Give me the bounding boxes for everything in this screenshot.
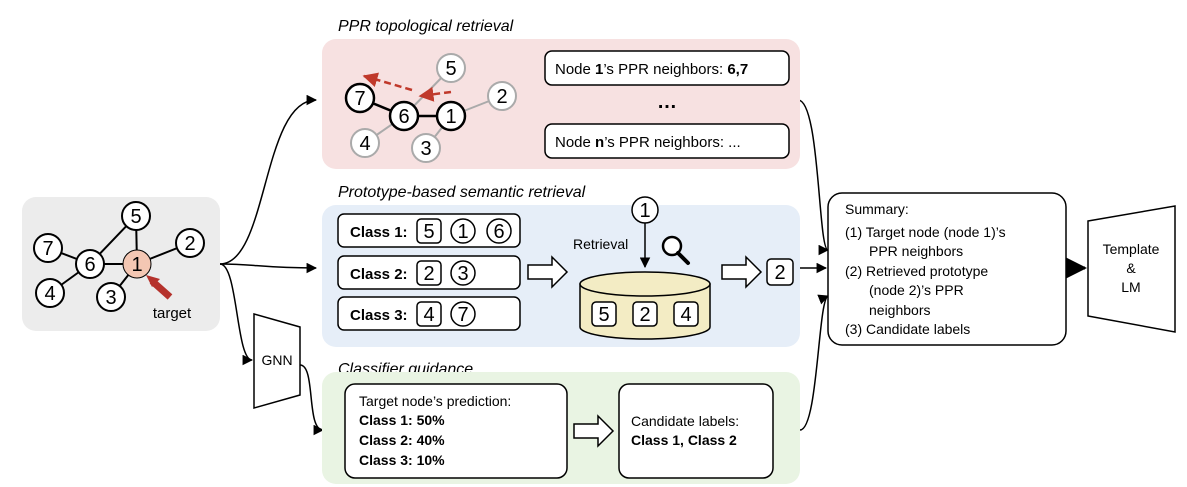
prediction-class-2: Class 2: 40% bbox=[359, 432, 445, 448]
prediction-box: Target node’s prediction: Class 1: 50% C… bbox=[344, 383, 568, 479]
candidate-value: Class 1, Class 2 bbox=[631, 432, 737, 448]
ppr-node-7: 7 bbox=[344, 82, 376, 114]
ppr-random-walk-arrows bbox=[362, 72, 452, 102]
ppr-node-3: 3 bbox=[411, 133, 441, 163]
svg-text:2: 2 bbox=[639, 304, 650, 326]
svg-text:3: 3 bbox=[105, 287, 116, 309]
ppr-neighbors-box-node-1: Node 1’s PPR neighbors: 6,7 bbox=[544, 50, 790, 86]
svg-text:1: 1 bbox=[639, 200, 650, 222]
connector-to-semantic bbox=[219, 262, 318, 274]
class-row-1: Class 1: 5 1 6 bbox=[337, 213, 521, 248]
flow-connectors bbox=[219, 94, 830, 436]
connector-ppr-to-summary bbox=[797, 99, 830, 256]
connector-to-gnn bbox=[219, 263, 254, 366]
svg-text:Node 1’s PPR neighbors: 6,7: Node 1’s PPR neighbors: 6,7 bbox=[555, 61, 748, 78]
svg-text:2: 2 bbox=[774, 262, 785, 284]
retrieved-prototype-node: 2 bbox=[766, 258, 794, 286]
ppr-node-4: 4 bbox=[350, 128, 380, 158]
ppr-node-6: 6 bbox=[388, 100, 420, 132]
svg-text:5: 5 bbox=[445, 58, 456, 80]
input-graph-node-3: 3 bbox=[96, 282, 126, 312]
svg-text:2: 2 bbox=[184, 233, 195, 255]
template-line-1: Template bbox=[1103, 241, 1160, 257]
svg-text:2: 2 bbox=[423, 263, 434, 285]
prototype-database-icon: 5 2 4 bbox=[579, 271, 711, 340]
summary-line-5: neighbors bbox=[869, 302, 931, 318]
target-label: target bbox=[153, 305, 192, 322]
svg-text:7: 7 bbox=[354, 88, 365, 110]
svg-text:4: 4 bbox=[680, 304, 691, 326]
candidate-labels-box: Candidate labels: Class 1, Class 2 bbox=[618, 383, 774, 479]
svg-text:7: 7 bbox=[42, 238, 53, 260]
svg-text:5: 5 bbox=[130, 206, 141, 228]
gnn-label: GNN bbox=[261, 352, 292, 368]
classifier-panel: Classifier guidance Target node’s predic… bbox=[322, 361, 800, 484]
hollow-arrow-to-database-icon bbox=[527, 255, 569, 289]
hollow-arrow-to-result-icon bbox=[721, 255, 763, 289]
prediction-class-1: Class 1: 50% bbox=[359, 412, 445, 428]
ppr-neighbors-box-node-n: Node n’s PPR neighbors: ... bbox=[544, 123, 790, 159]
svg-text:Class 2:: Class 2: bbox=[350, 266, 408, 283]
input-graph-node-2: 2 bbox=[175, 228, 205, 258]
summary-line-3: (2) Retrieved prototype bbox=[845, 263, 988, 279]
input-graph-node-5: 5 bbox=[121, 201, 151, 231]
svg-text:1: 1 bbox=[131, 254, 142, 276]
svg-text:3: 3 bbox=[420, 138, 431, 160]
template-line-2: & bbox=[1126, 260, 1136, 276]
class-row-2: Class 2: 2 3 bbox=[337, 255, 521, 290]
class-row-3: Class 3: 4 7 bbox=[337, 296, 521, 331]
svg-text:1: 1 bbox=[457, 221, 468, 243]
svg-text:Class 1:: Class 1: bbox=[350, 224, 408, 241]
input-graph-panel: 5 7 6 1 2 4 3 target bbox=[22, 197, 220, 331]
ppr-node-5: 5 bbox=[436, 53, 466, 83]
semantic-panel: Prototype-based semantic retrieval Class… bbox=[322, 184, 800, 347]
svg-text:5: 5 bbox=[598, 304, 609, 326]
ppr-panel: PPR topological retrieval 5 7 6 1 bbox=[322, 18, 800, 169]
magnifier-icon bbox=[661, 235, 690, 265]
connector-classifier-to-summary bbox=[799, 294, 829, 431]
semantic-title: Prototype-based semantic retrieval bbox=[338, 184, 586, 201]
svg-text:1: 1 bbox=[445, 106, 456, 128]
prediction-class-3: Class 3: 10% bbox=[359, 452, 445, 468]
query-node-1: 1 bbox=[631, 196, 659, 224]
ppr-ellipsis: … bbox=[657, 91, 677, 113]
connector-to-ppr bbox=[219, 94, 318, 265]
summary-line-2: PPR neighbors bbox=[869, 243, 963, 259]
svg-text:4: 4 bbox=[44, 283, 55, 305]
svg-text:6: 6 bbox=[84, 254, 95, 276]
retrieval-label: Retrieval bbox=[573, 236, 628, 252]
target-arrowhead-icon bbox=[146, 275, 160, 287]
candidate-title: Candidate labels: bbox=[631, 413, 739, 429]
summary-line-4: (node 2)’s PPR bbox=[869, 282, 964, 298]
input-graph-node-7: 7 bbox=[33, 233, 63, 263]
ppr-title: PPR topological retrieval bbox=[338, 18, 514, 35]
template-line-3: LM bbox=[1121, 279, 1140, 295]
summary-box: Summary: (1) Target node (node 1)’s PPR … bbox=[827, 192, 1067, 346]
input-graph-node-6: 6 bbox=[75, 249, 105, 279]
svg-text:6: 6 bbox=[493, 221, 504, 243]
gnn-block: GNN bbox=[253, 313, 301, 409]
svg-text:4: 4 bbox=[423, 304, 434, 326]
summary-line-1: (1) Target node (node 1)’s bbox=[845, 224, 1006, 240]
ppr-node-2: 2 bbox=[487, 81, 517, 111]
summary-line-6: (3) Candidate labels bbox=[845, 321, 970, 337]
prediction-title: Target node’s prediction: bbox=[359, 393, 511, 409]
template-lm-block: Template & LM bbox=[1087, 205, 1176, 333]
hollow-arrow-to-candidates-icon bbox=[573, 414, 615, 448]
svg-text:5: 5 bbox=[423, 221, 434, 243]
svg-text:2: 2 bbox=[496, 86, 507, 108]
input-graph-node-4: 4 bbox=[35, 278, 65, 308]
connector-gnn-to-classifier bbox=[299, 364, 325, 436]
svg-text:4: 4 bbox=[359, 133, 370, 155]
ppr-node-1: 1 bbox=[435, 100, 467, 132]
svg-text:6: 6 bbox=[398, 106, 409, 128]
summary-title: Summary: bbox=[845, 201, 909, 217]
input-graph-node-1-target: 1 bbox=[122, 249, 152, 279]
svg-text:3: 3 bbox=[457, 263, 468, 285]
svg-text:Node n’s PPR neighbors: ...: Node n’s PPR neighbors: ... bbox=[555, 134, 741, 151]
svg-text:7: 7 bbox=[457, 304, 468, 326]
svg-text:Class 3:: Class 3: bbox=[350, 307, 408, 324]
